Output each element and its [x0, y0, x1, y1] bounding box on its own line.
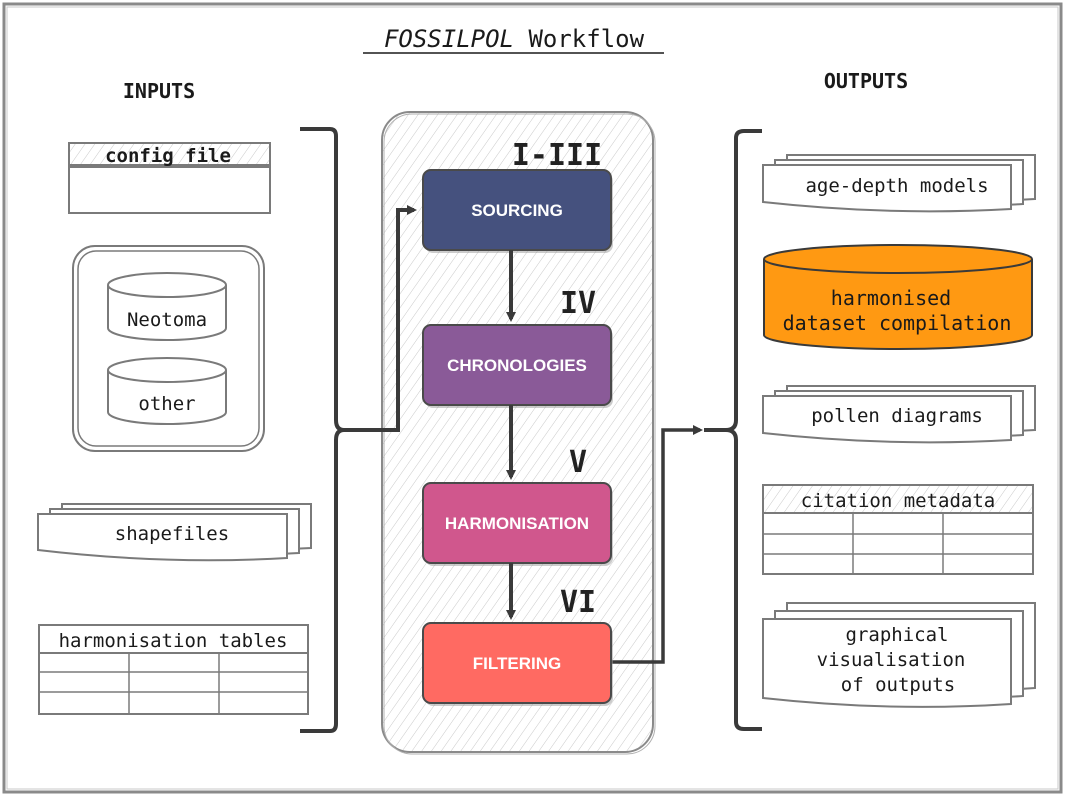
stage-box-chronologies [422, 324, 612, 406]
pollen-diagrams-stack: pollen diagrams [762, 385, 1036, 444]
graphical-visualisation-label-line2: visualisation [817, 649, 966, 671]
filtering-to-outputs-connector [592, 425, 703, 664]
harmonisation-tables-label: harmonisation tables [59, 630, 288, 652]
config-file-label: config file [105, 145, 231, 167]
outputs-brace [725, 129, 762, 731]
inputs-to-sourcing-connector [344, 205, 417, 432]
stage-box-harmonisation [422, 482, 612, 564]
stage-label-sourcing: SOURCING [471, 201, 563, 220]
stage-numeral-sourcing: I-III [512, 138, 602, 173]
stage-numeral-chronologies: IV [560, 286, 596, 321]
diagram-title: FOSSILPOL Workflow [384, 25, 645, 53]
stage-box-sourcing [422, 169, 612, 251]
stage-sourcing: SOURCING I-III [422, 138, 613, 253]
stage-label-filtering: FILTERING [473, 654, 561, 673]
outputs-heading: OUTPUTS [824, 69, 908, 93]
stage-box-filtering [422, 622, 612, 704]
harmonisation-tables-card: harmonisation tables [38, 624, 309, 715]
other-label: other [138, 393, 195, 415]
dataset-compilation-label-line1: harmonised [831, 286, 951, 310]
stage-harmonisation: HARMONISATION V [422, 445, 613, 566]
stage-label-chronologies: CHRONOLOGIES [447, 356, 587, 375]
stage-chronologies: CHRONOLOGIES IV [422, 286, 613, 408]
age-depth-models-stack: age-depth models [762, 154, 1036, 213]
dataset-compilation-database-icon: harmonised dataset compilation [763, 244, 1033, 350]
neotoma-database-icon: Neotoma [107, 272, 227, 341]
stage-label-harmonisation: HARMONISATION [445, 514, 589, 533]
inputs-heading: INPUTS [123, 79, 195, 103]
graphical-visualisation-label-line3: of outputs [841, 674, 955, 696]
stage-numeral-filtering: VI [560, 585, 596, 620]
citation-metadata-card: citation metadata [762, 484, 1034, 575]
config-file-card: config file [68, 142, 271, 214]
shapefiles-label: shapefiles [115, 523, 229, 545]
age-depth-models-label: age-depth models [805, 175, 988, 197]
other-database-icon: other [107, 357, 227, 425]
pollen-diagrams-label: pollen diagrams [811, 405, 983, 427]
stage-numeral-harmonisation: V [569, 445, 587, 480]
database-group: Neotoma other [72, 245, 265, 452]
stage-filtering: FILTERING VI [422, 585, 613, 706]
graphical-visualisation-stack: graphical visualisation of outputs [762, 602, 1036, 708]
graphical-visualisation-label-line1: graphical [846, 624, 949, 646]
dataset-compilation-label-line2: dataset compilation [783, 311, 1012, 335]
citation-metadata-label: citation metadata [801, 490, 995, 512]
shapefiles-stack: shapefiles [37, 503, 312, 562]
neotoma-label: Neotoma [127, 309, 207, 331]
